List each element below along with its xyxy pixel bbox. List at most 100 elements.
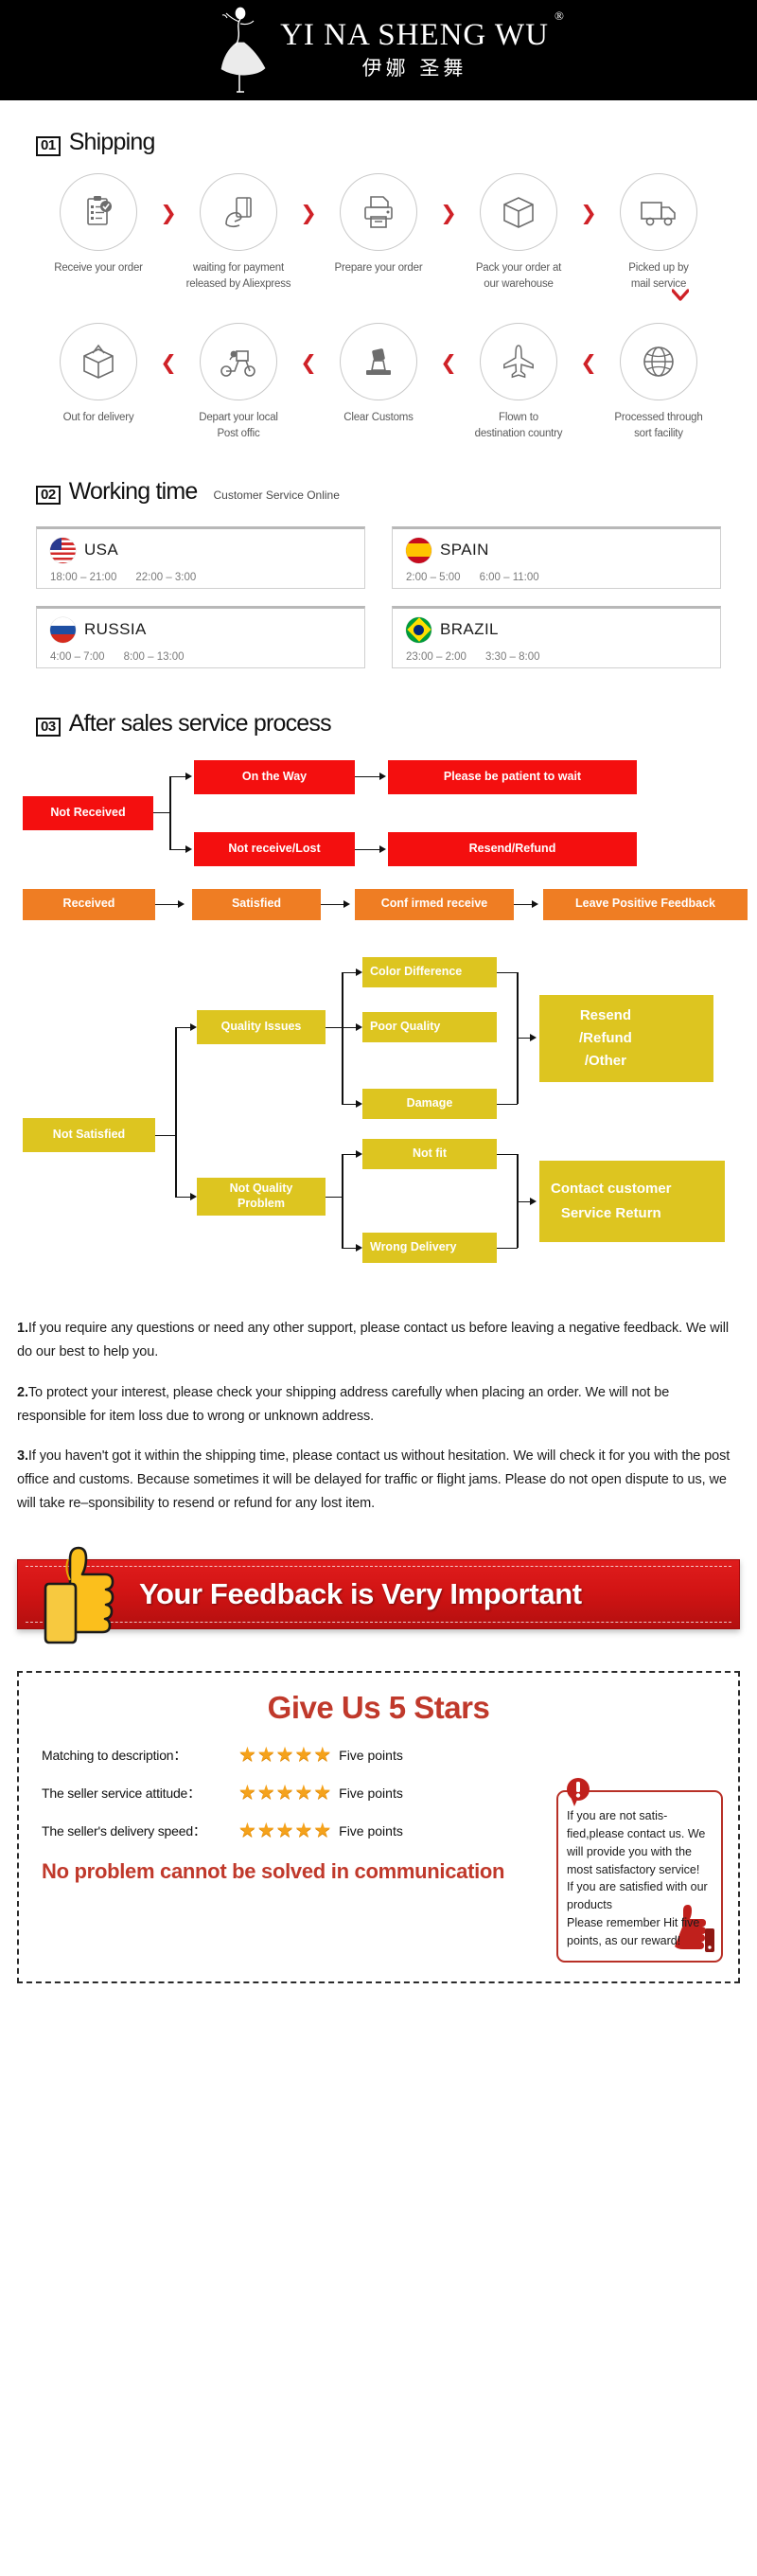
section-subtitle: Customer Service Online [213, 488, 340, 502]
star-icon[interactable]: ★ [313, 1819, 332, 1842]
step-arrow-icon: ❯ [440, 351, 457, 375]
feedback-banner: Your Feedback is Very Important [17, 1540, 740, 1648]
star-icon[interactable]: ★ [238, 1743, 256, 1767]
step-icon-circle [340, 323, 417, 401]
star-icon[interactable]: ★ [238, 1781, 256, 1804]
flow-connector [175, 1196, 192, 1199]
flow-connector [342, 971, 358, 974]
step-label: Out for delivery [62, 412, 134, 424]
brand-name-en: YI NA SHENG WU® [280, 9, 564, 52]
flow-connector [169, 848, 187, 851]
star-icon[interactable]: ★ [294, 1819, 313, 1842]
printer-icon [364, 196, 393, 228]
note-number: 1. [17, 1320, 28, 1336]
section-name: After sales service process [68, 709, 332, 737]
flow-node-quality-issues: Quality Issues [197, 1009, 326, 1044]
card-times: 23:00 – 2:00 3:30 – 8:00 [406, 651, 707, 663]
flow-not-satisfied: Not Satisfied Quality Issues Not Quality… [0, 956, 757, 1263]
card-times: 2:00 – 5:00 6:00 – 11:00 [406, 572, 707, 583]
flow-connector [326, 1026, 343, 1029]
section-name: Working time [68, 477, 199, 505]
after-sales-section: 03 After sales service process Not Recei… [0, 668, 757, 1263]
time-slot: 2:00 – 5:00 [406, 571, 461, 583]
time-slot: 22:00 – 3:00 [135, 571, 197, 583]
star-group[interactable]: ★ ★ ★ ★ ★ [238, 1821, 331, 1840]
step-label: Depart your local Post offic [199, 412, 278, 440]
brand-wordmark: YI NA SHENG WU® 伊娜 圣舞 [280, 9, 564, 82]
flow-arrow-tip-icon [356, 1022, 362, 1031]
time-slot: 23:00 – 2:00 [406, 650, 467, 663]
star-icon[interactable]: ★ [275, 1743, 294, 1767]
star-icon[interactable]: ★ [256, 1819, 275, 1842]
truck-icon [641, 202, 676, 226]
star-icon[interactable]: ★ [256, 1781, 275, 1804]
flow-connector [517, 1153, 519, 1248]
flow-node-leave-positive-feedback: Leave Positive Feedback [543, 888, 748, 920]
working-time-section-title: 02 Working time Customer Service Online [0, 478, 757, 506]
flow-connector [514, 903, 535, 906]
star-icon[interactable]: ★ [294, 1743, 313, 1767]
rating-row: The seller's delivery speed： ★ ★ ★ ★ ★ F… [42, 1821, 545, 1840]
star-icon[interactable]: ★ [275, 1781, 294, 1804]
brazil-flag-icon [406, 616, 431, 643]
flow-connector [497, 1247, 518, 1250]
flow-connector [497, 1103, 518, 1106]
working-time-section: 02 Working time Customer Service Online … [0, 442, 757, 668]
flow-arrow-tip-icon [356, 1243, 362, 1252]
star-icon[interactable]: ★ [238, 1819, 256, 1842]
policy-note: 3.If you haven't got it within the shipp… [17, 1445, 740, 1516]
star-group[interactable]: ★ ★ ★ ★ ★ [238, 1783, 331, 1803]
flow-connector [517, 1037, 532, 1039]
card-header: BRAZIL [406, 616, 707, 643]
flow-node-not-fit: Not fit [362, 1138, 497, 1169]
flow-connector [169, 775, 187, 778]
flow-down-arrow-icon [671, 288, 690, 306]
rating-points: Five points [339, 1747, 403, 1763]
star-icon[interactable]: ★ [313, 1743, 332, 1767]
feedback-banner-text: Your Feedback is Very Important [139, 1577, 582, 1611]
step-label: Clear Customs [343, 412, 414, 424]
star-icon[interactable]: ★ [256, 1743, 275, 1767]
flow-arrow-tip-icon [530, 1033, 537, 1041]
flow-connector [497, 1153, 518, 1156]
card-header: USA [50, 537, 351, 563]
flow-node-on-the-way: On the Way [194, 759, 355, 794]
flow-node-please-wait: Please be patient to wait [388, 759, 637, 794]
note-text: If you require any questions or need any… [17, 1320, 729, 1359]
product-detail-page: YI NA SHENG WU® 伊娜 圣舞 01 Shipping [0, 0, 757, 1984]
feedback-banner-bar: Your Feedback is Very Important [17, 1559, 740, 1630]
step-icon-circle [480, 173, 557, 251]
card-times: 4:00 – 7:00 8:00 – 13:00 [50, 651, 351, 663]
flow-connector [342, 971, 343, 1105]
section-number: 03 [36, 717, 61, 737]
star-icon[interactable]: ★ [294, 1781, 313, 1804]
step-label: Pack your order at our warehouse [475, 262, 562, 290]
time-slot: 8:00 – 13:00 [123, 650, 185, 663]
shipping-step: Depart your local Post offic [180, 323, 297, 441]
rating-points: Five points [339, 1785, 403, 1801]
step-arrow-icon: ❯ [300, 202, 317, 224]
star-icon[interactable]: ★ [313, 1781, 332, 1804]
note-number: 3. [17, 1448, 28, 1465]
star-group[interactable]: ★ ★ ★ ★ ★ [238, 1745, 331, 1765]
thumbs-up-icon [38, 1542, 129, 1646]
star-icon[interactable]: ★ [275, 1819, 294, 1842]
card-times: 18:00 – 21:00 22:00 – 3:00 [50, 572, 351, 583]
rating-label: The seller service attitude： [42, 1785, 201, 1801]
step-icon-circle [480, 323, 557, 401]
globe-icon [643, 346, 674, 378]
rating-points: Five points [339, 1822, 403, 1839]
step-label: Receive your order [54, 262, 143, 274]
flow-connector [169, 775, 171, 850]
flow-connector [497, 971, 518, 974]
flow-connector [342, 1153, 358, 1156]
step-arrow-icon: ❯ [440, 202, 457, 224]
flow-node-damage: Damage [362, 1088, 497, 1119]
flow-arrow-tip-icon [356, 1149, 362, 1158]
rating-label: Matching to description： [42, 1747, 187, 1763]
card-header: SPAIN [406, 537, 707, 563]
flow-node-not-receive-lost: Not receive/Lost [194, 831, 355, 866]
shipping-step: waiting for payment released by Aliexpre… [180, 173, 297, 292]
flow-node-not-quality-problem: Not Quality Problem [197, 1177, 326, 1216]
step-arrow-icon: ❯ [580, 351, 597, 375]
